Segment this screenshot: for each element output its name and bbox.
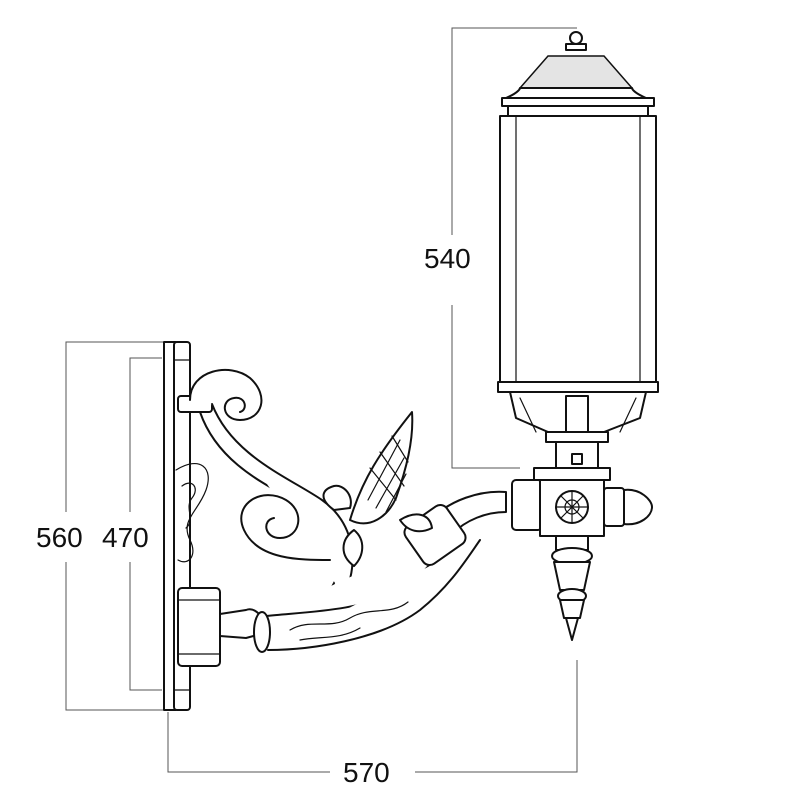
dim-label-560: 560 <box>36 522 83 553</box>
scroll-bracket <box>189 369 507 653</box>
lantern <box>497 31 659 469</box>
dim-470-upper <box>129 357 162 512</box>
wall-plate <box>163 341 221 711</box>
dim-570-left <box>167 712 330 773</box>
dim-540-lower <box>451 305 520 469</box>
dim-540-upper <box>451 27 577 235</box>
lantern-mount <box>511 467 653 641</box>
dim-label-540: 540 <box>424 243 471 274</box>
dim-570-right <box>415 660 578 773</box>
dim-label-470: 470 <box>102 522 149 553</box>
dimension-lines <box>65 27 578 773</box>
dim-560-upper <box>65 341 170 512</box>
leaf-ornament <box>322 411 433 567</box>
dim-470-lower <box>129 562 162 691</box>
dim-560-lower <box>65 562 170 711</box>
dim-label-570: 570 <box>343 757 390 788</box>
